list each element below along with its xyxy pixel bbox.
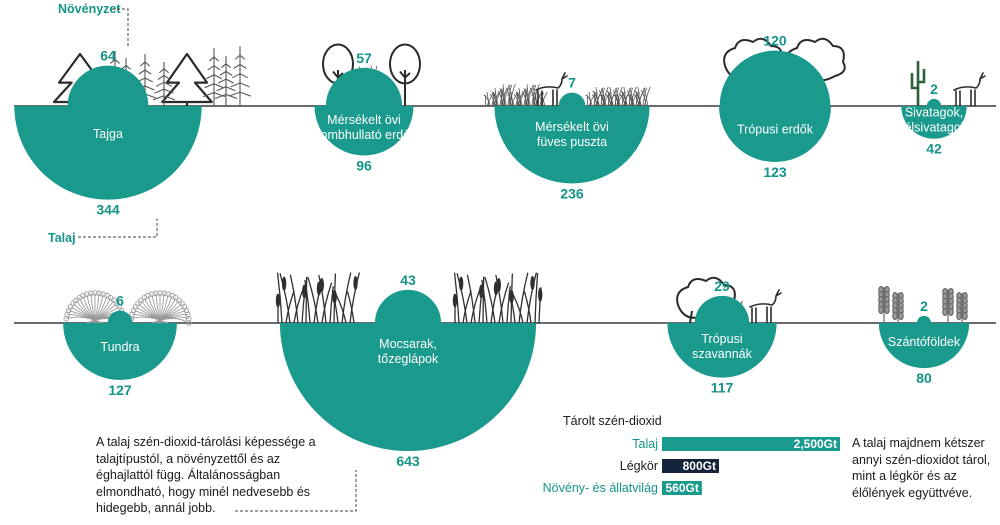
deciduous-tree-icon [389,43,421,106]
biome-name-label: Trópusi [701,332,742,346]
soil-value-label: 344 [96,202,120,218]
biome-name-label: Sivatagok, [905,106,963,120]
goat-icon [535,72,568,107]
grass-icon [620,86,637,107]
plant-legend-label: Növényzet [58,2,121,16]
stored-carbon-bar-label: Növény- és állatvilág [543,481,658,495]
vegetation-illustrations [52,37,986,326]
biome-semicircles [14,50,970,452]
grass-icon [499,83,516,107]
plant-value-label: 120 [763,33,787,49]
soil-legend-leader [78,218,158,238]
plant-carbon-semicircle [558,92,586,106]
biome-name-label: félsivatagok [901,121,968,135]
plant-value-label: 6 [116,293,124,309]
plant-legend-leader [112,8,129,48]
plant-carbon-semicircle [916,315,932,323]
plant-value-label: 43 [400,272,416,288]
plant-carbon-semicircle [107,310,133,323]
grass-icon [634,86,651,107]
biome-name-label: füves puszta [537,135,607,149]
plant-carbon-semicircle [325,67,403,106]
wheat-icon [956,291,968,323]
soil-carbon-semicircle [14,106,202,200]
biome-name-label: Tajga [93,127,123,141]
plant-value-label: 2 [920,298,928,314]
stored-carbon-bar-label: Talaj [632,437,658,451]
soil-carbon-semicircle [667,323,777,378]
grass-icon [507,91,524,107]
stored-carbon-bar-value: 560Gt [666,481,699,495]
plant-value-label: 64 [100,48,116,64]
reeds-icon [275,272,360,324]
reeds-icon [452,272,543,324]
soil-value-label: 42 [926,141,942,157]
soil-capacity-note: A talaj szén-dioxid-tárolási képessége a… [96,435,316,515]
biome-name-label: Mérsékelt övi [535,120,609,134]
stored-carbon-bar [662,481,702,495]
plant-value-label: 57 [356,50,372,66]
soil-value-label: 236 [560,186,584,202]
plant-carbon-semicircle [926,98,942,106]
stored-carbon-bar-value: 2,500Gt [794,437,837,451]
biome-name-label: lombhullató erdő [318,128,410,142]
soil-carbon-semicircle [494,106,650,184]
thin-fir-icon [202,48,226,106]
plant-carbon-semicircle [67,65,149,106]
biome-name-label: Szántóföldek [888,335,961,349]
wheat-icon [892,291,904,323]
wheat-icon [942,287,954,323]
biome-name-label: Mocsarak, [379,337,437,351]
soil-carbon-semicircle [901,106,967,139]
soil-carbon-semicircle [279,323,537,452]
pine-tree-icon [161,52,213,104]
soil-value-label: 123 [763,164,787,180]
goat-icon [749,289,782,324]
plant-value-label: 7 [568,75,576,91]
stored-carbon-bar-label: Légkör [620,459,658,473]
thin-fir-icon [214,56,238,106]
stored-carbon-title: Tárolt szén-dioxid [563,414,662,428]
plant-value-label: 29 [714,278,730,294]
plant-value-label: 2 [930,81,938,97]
soil-carbon-semicircle [314,106,414,156]
soil-legend-label: Talaj [48,231,76,245]
grass-icon [606,86,623,107]
plant-carbon-semicircle [719,50,831,106]
grass-icon [491,87,508,107]
soil-note-leader [235,470,357,512]
thin-fir-icon [152,62,176,106]
plant-carbon-semicircle [374,289,442,323]
plant-carbon-semicircle [694,295,750,323]
biome-name-label: Trópusi erdők [737,123,814,137]
soil-value-label: 643 [396,453,420,469]
soil-value-label: 127 [108,382,132,398]
tundra-shrub-icon [128,290,192,326]
biome-name-label: Mérsékelt övi [327,113,401,127]
stored-carbon-bar [662,459,719,473]
soil-value-label: 96 [356,157,372,173]
biome-name-label: Tundra [100,340,139,354]
biome-name-label: szavannák [692,347,753,361]
soil-vs-air-note: A talaj majdnem kétszer annyi szén-dioxi… [852,436,991,500]
soil-carbon-semicircle [718,106,832,163]
thin-fir-icon [228,46,252,106]
cactus-icon [910,60,926,108]
stored-carbon-bar-value: 800Gt [683,459,716,473]
goat-icon [953,72,986,107]
grass-icon [592,86,609,107]
soil-carbon-semicircle [878,323,970,369]
soil-value-label: 80 [916,370,932,386]
stored-carbon-bar [662,437,840,451]
soil-carbon-semicircle [63,323,177,380]
soil-value-label: 117 [711,380,734,396]
legend-callouts: Növényzet Talaj [48,2,357,512]
biome-name-label: tőzeglápok [378,352,439,366]
wheat-icon [878,285,890,323]
